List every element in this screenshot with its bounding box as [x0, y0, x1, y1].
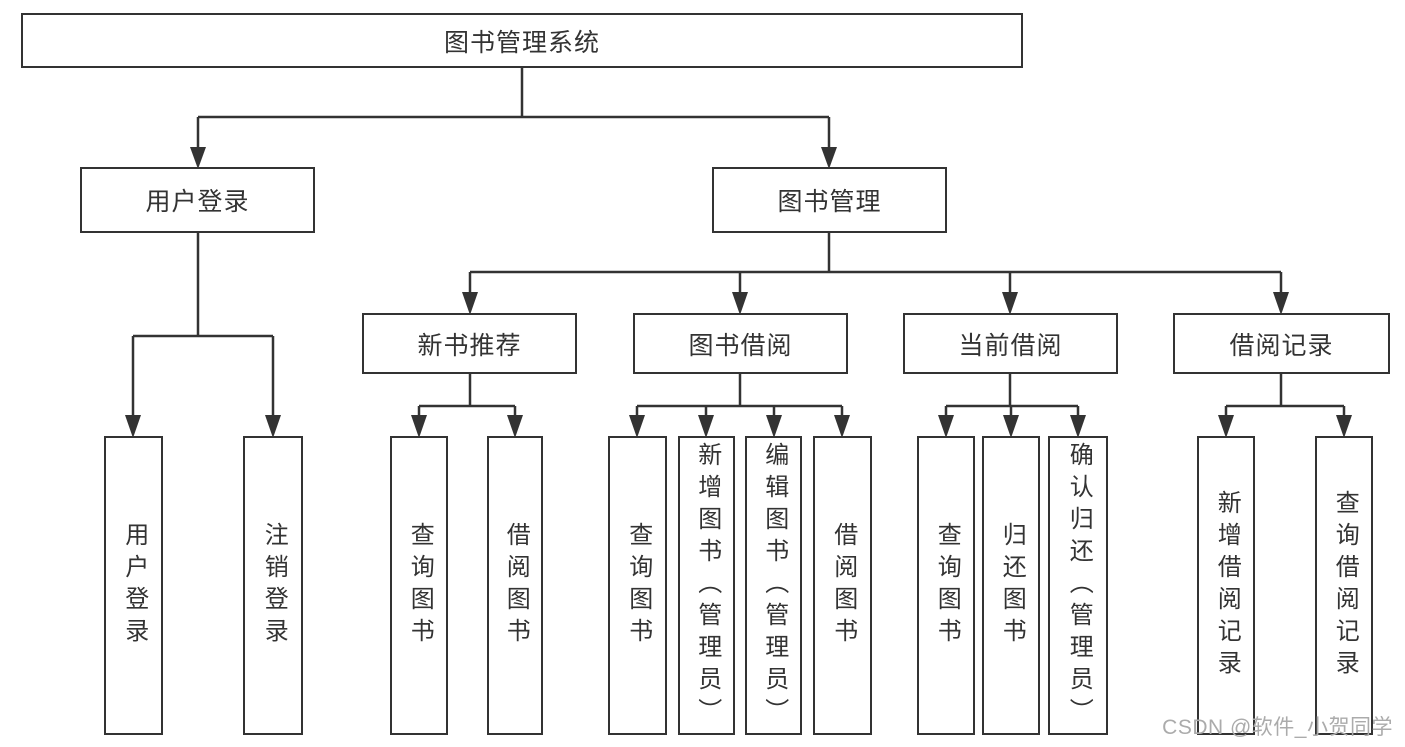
node-label: 用户登录 — [145, 188, 250, 216]
arrowhead-icon — [507, 415, 523, 438]
arrowhead-icon — [821, 147, 837, 169]
arrowhead-icon — [766, 415, 782, 438]
node-label: 图书借阅 — [688, 331, 793, 360]
connector-root-to-level2 — [196, 68, 831, 152]
arrowhead-icon — [1070, 415, 1086, 438]
node-label: 查询图书 — [406, 521, 434, 650]
node-current-borrow: 当前借阅 — [903, 313, 1118, 374]
arrowhead-icon — [1218, 415, 1234, 438]
arrowhead-icon — [1002, 292, 1018, 315]
arrowheads — [125, 147, 1352, 438]
arrowhead-icon — [938, 415, 954, 438]
node-label: 用户登录 — [120, 521, 148, 650]
arrowhead-icon — [1336, 415, 1352, 438]
connector-records-to-leaves — [1224, 374, 1346, 420]
leaf-borrow-books-recommend: 借阅图书 — [487, 436, 543, 735]
leaf-logout: 注销登录 — [243, 436, 303, 735]
leaf-query-borrow-record: 查询借阅记录 — [1315, 436, 1373, 735]
leaf-borrow-books-borrow: 借阅图书 — [813, 436, 872, 735]
node-label: 注销登录 — [260, 521, 288, 650]
node-label: 借阅记录 — [1229, 331, 1334, 360]
node-label: 查询借阅记录 — [1331, 489, 1359, 682]
arrowhead-icon — [629, 415, 645, 438]
arrowhead-icon — [698, 415, 714, 438]
leaf-add-borrow-record: 新增借阅记录 — [1197, 436, 1255, 735]
node-label: 借阅图书 — [502, 521, 530, 650]
watermark: CSDN @软件_小贺同学 — [1162, 716, 1393, 739]
leaf-user-login: 用户登录 — [104, 436, 163, 735]
leaf-return-books: 归还图书 — [982, 436, 1040, 735]
arrowhead-icon — [265, 415, 281, 438]
node-label: 新书推荐 — [417, 331, 522, 360]
node-root: 图书管理系统 — [21, 13, 1023, 68]
arrowhead-icon — [462, 292, 478, 315]
arrowhead-icon — [411, 415, 427, 438]
node-label: 查询图书 — [624, 521, 652, 650]
leaf-query-books-borrow: 查询图书 — [608, 436, 667, 735]
arrowhead-icon — [732, 292, 748, 315]
node-label: 编辑图书（管理员） — [760, 441, 788, 730]
arrowhead-icon — [125, 415, 141, 438]
node-book-management: 图书管理 — [712, 167, 947, 233]
arrowhead-icon — [1273, 292, 1289, 315]
leaf-confirm-return-admin: 确认归还（管理员） — [1048, 436, 1108, 735]
node-label: 图书管理系统 — [443, 28, 600, 57]
leaf-edit-book-admin: 编辑图书（管理员） — [745, 436, 802, 735]
connector-borrow-to-leaves — [635, 374, 844, 420]
arrowhead-icon — [834, 415, 850, 438]
arrowhead-icon — [1003, 415, 1019, 438]
node-label: 当前借阅 — [958, 331, 1063, 360]
connector-mgmt-to-level3 — [468, 233, 1283, 298]
leaf-query-books-recommend: 查询图书 — [390, 436, 448, 735]
node-label: 查询图书 — [933, 521, 961, 650]
node-label: 新增借阅记录 — [1213, 489, 1241, 682]
connector-login-to-leaves — [131, 233, 275, 420]
leaf-query-books-current: 查询图书 — [917, 436, 975, 735]
node-label: 图书管理 — [777, 188, 882, 216]
node-new-book-recommend: 新书推荐 — [362, 313, 577, 374]
leaf-add-book-admin: 新增图书（管理员） — [678, 436, 735, 735]
node-label: 新增图书（管理员） — [693, 441, 721, 730]
connector-recommend-to-leaves — [417, 374, 517, 420]
node-label: 确认归还（管理员） — [1065, 441, 1093, 730]
connector-current-to-leaves — [944, 374, 1080, 420]
node-user-login: 用户登录 — [80, 167, 315, 233]
node-label: 归还图书 — [998, 521, 1026, 650]
node-borrow-records: 借阅记录 — [1173, 313, 1390, 374]
node-book-borrow: 图书借阅 — [633, 313, 848, 374]
arrowhead-icon — [190, 147, 206, 169]
node-label: 借阅图书 — [829, 521, 857, 650]
